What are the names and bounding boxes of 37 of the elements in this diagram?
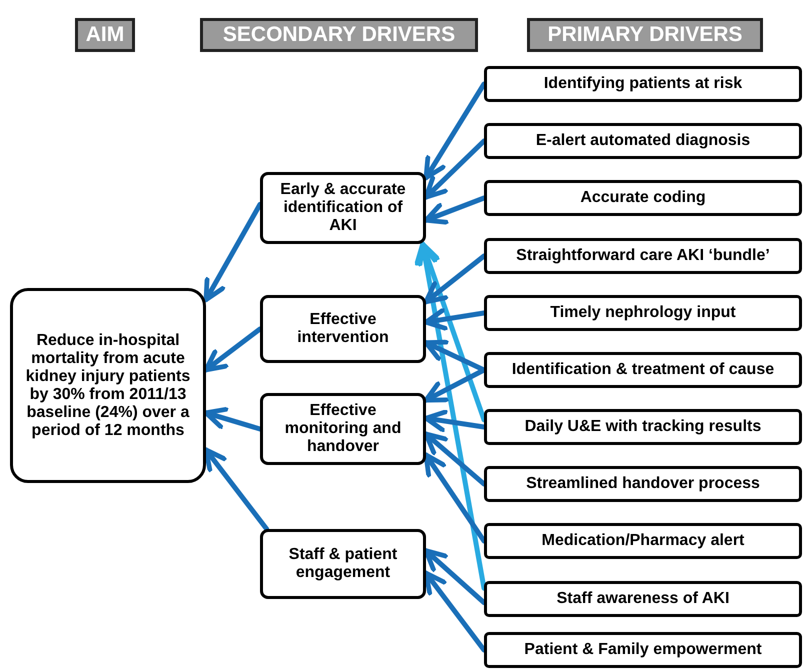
- primary-driver-box: Medication/Pharmacy alert: [484, 523, 802, 559]
- secondary-driver-box: Early & accurate identification of AKI: [260, 172, 426, 244]
- arrow: [424, 570, 486, 652]
- secondary-driver-box: Staff & patient engagement: [260, 529, 426, 599]
- arrow: [424, 308, 486, 331]
- arrow: [424, 82, 486, 180]
- primary-driver-box: Staff awareness of AKI: [484, 581, 802, 617]
- arrow: [424, 138, 486, 200]
- primary-driver-box: Straightforward care AKI ‘bundle’: [484, 238, 802, 274]
- primary-driver-box: Timely nephrology input: [484, 295, 802, 331]
- primary-driver-box: Daily U&E with tracking results: [484, 409, 802, 445]
- arrow: [424, 368, 486, 403]
- arrow: [204, 447, 270, 532]
- arrow: [424, 340, 486, 372]
- primary-driver-box: Identification & treatment of cause: [484, 352, 802, 388]
- arrow: [204, 326, 262, 372]
- arrow: [424, 196, 486, 225]
- primary-driver-box: Accurate coding: [484, 180, 802, 216]
- arrow: [424, 432, 486, 486]
- arrow: [414, 242, 486, 591]
- column-header: SECONDARY DRIVERS: [200, 18, 478, 52]
- primary-driver-box: E-alert automated diagnosis: [484, 123, 802, 159]
- arrow: [204, 202, 262, 302]
- arrow: [424, 548, 486, 606]
- column-header: PRIMARY DRIVERS: [527, 18, 763, 52]
- aim-box: Reduce in-hospital mortality from acute kidney injury patients by 30% from 2011/13 baseline (24%) over a period of 12 months: [10, 288, 206, 483]
- arrow: [424, 254, 486, 304]
- primary-driver-box: Identifying patients at risk: [484, 66, 802, 102]
- primary-driver-box: Patient & Family empowerment: [484, 632, 802, 668]
- arrow: [418, 242, 486, 422]
- column-header: AIM: [75, 18, 135, 52]
- arrow: [204, 406, 262, 432]
- arrow: [424, 410, 486, 432]
- secondary-driver-box: Effective intervention: [260, 295, 426, 363]
- arrow: [424, 452, 486, 544]
- secondary-driver-box: Effective monitoring and handover: [260, 393, 426, 465]
- primary-driver-box: Streamlined handover process: [484, 466, 802, 502]
